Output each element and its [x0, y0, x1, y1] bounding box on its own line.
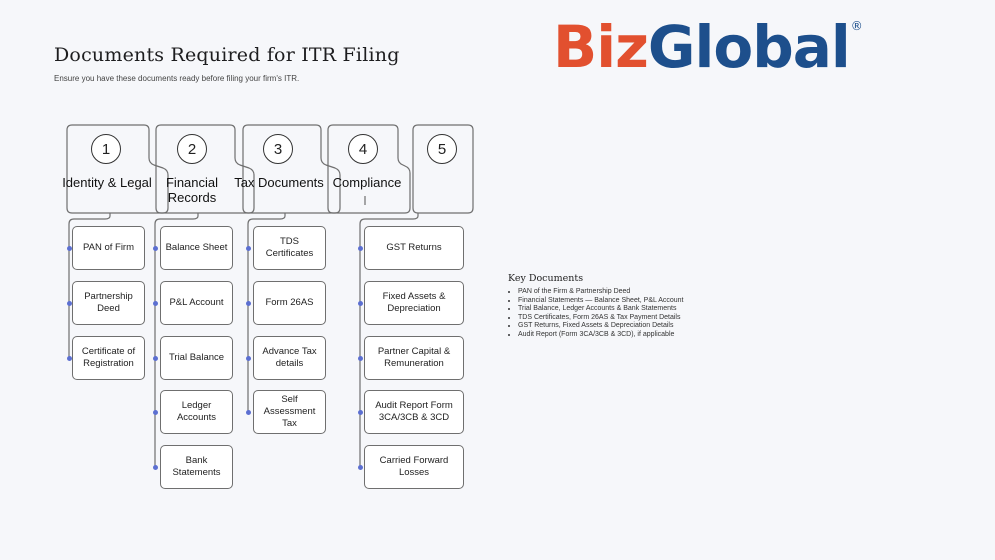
- header-tab-1-outline: [66, 124, 169, 214]
- connector-1: [68, 213, 111, 358]
- key-documents-panel: Key Documents PAN of the Firm & Partners…: [508, 273, 684, 339]
- header-tab-5-outline: [412, 124, 474, 214]
- doc-card-fixed-assets-depreciation: Fixed Assets & Depreciation: [364, 281, 464, 325]
- logo-part-biz: Biz: [553, 13, 649, 81]
- page-subtitle: Ensure you have these documents ready be…: [54, 74, 300, 83]
- doc-card-trial-balance: Trial Balance: [160, 336, 233, 380]
- doc-card-advance-tax-details: Advance Tax details: [253, 336, 326, 380]
- connector-dot: [66, 300, 72, 306]
- key-documents-heading: Key Documents: [508, 273, 584, 284]
- step-3-number-circle: 3: [263, 134, 293, 164]
- connector-dot: [245, 355, 251, 361]
- page-title: Documents Required for ITR Filing: [54, 44, 400, 66]
- doc-card-bank-statements: Bank Statements: [160, 445, 233, 489]
- doc-card-partner-capital-remuneration: Partner Capital & Remuneration: [364, 336, 464, 380]
- key-document-item: GST Returns, Fixed Assets & Depreciation…: [518, 322, 684, 331]
- doc-card-carried-forward-losses: Carried Forward Losses: [364, 445, 464, 489]
- connector-dot: [357, 300, 363, 306]
- connector-dot: [357, 245, 363, 251]
- header-tab-3-outline: [242, 124, 341, 214]
- step-5-number-circle: 5: [427, 134, 457, 164]
- key-document-item: TDS Certificates, Form 26AS & Tax Paymen…: [518, 314, 684, 323]
- step-4-label: Compliance: [332, 175, 402, 190]
- header-tab-2-outline: [155, 124, 255, 214]
- connector-dot: [152, 409, 158, 415]
- connector-dot: [152, 245, 158, 251]
- key-document-item: PAN of the Firm & Partnership Deed: [518, 288, 684, 297]
- logo-part-global: Global: [647, 13, 851, 81]
- step-2-number-circle: 2: [177, 134, 207, 164]
- doc-card-self-assessment-tax: Self Assessment Tax: [253, 390, 326, 434]
- doc-card-partnership-deed: Partnership Deed: [72, 281, 145, 325]
- connector-dot: [357, 464, 363, 470]
- key-documents-list: PAN of the Firm & Partnership Deed Finan…: [508, 288, 684, 339]
- connector-dot: [66, 355, 72, 361]
- connector-dot: [357, 355, 363, 361]
- connector-dot: [245, 245, 251, 251]
- connector-dot: [66, 245, 72, 251]
- key-document-item: Trial Balance, Ledger Accounts & Bank St…: [518, 305, 684, 314]
- connector-dot: [152, 355, 158, 361]
- doc-card-certificate-of-registration: Certificate of Registration: [72, 336, 145, 380]
- doc-card-pl-account: P&L Account: [160, 281, 233, 325]
- registered-mark: ®: [850, 19, 863, 33]
- connector-3: [247, 213, 286, 412]
- key-document-item: Audit Report (Form 3CA/3CB & 3CD), if ap…: [518, 331, 684, 340]
- step-4-number-circle: 4: [348, 134, 378, 164]
- key-document-item: Financial Statements — Balance Sheet, P&…: [518, 297, 684, 306]
- doc-card-audit-report: Audit Report Form 3CA/3CB & 3CD: [364, 390, 464, 434]
- step-2-label: Financial Records: [165, 175, 219, 205]
- doc-card-pan-of-firm: PAN of Firm: [72, 226, 145, 270]
- step-1-number-circle: 1: [91, 134, 121, 164]
- connector-2: [154, 213, 199, 466]
- doc-card-gst-returns: GST Returns: [364, 226, 464, 270]
- connector-4: [359, 196, 419, 466]
- connector-dot: [245, 300, 251, 306]
- connector-dot: [245, 409, 251, 415]
- connector-dot: [152, 464, 158, 470]
- doc-card-form-26as: Form 26AS: [253, 281, 326, 325]
- doc-card-ledger-accounts: Ledger Accounts: [160, 390, 233, 434]
- connector-dot: [357, 409, 363, 415]
- step-1-label: Identity & Legal: [62, 175, 152, 190]
- bizglobal-logo: BizGlobal ®: [553, 18, 863, 76]
- doc-card-balance-sheet: Balance Sheet: [160, 226, 233, 270]
- doc-card-tds-certificates: TDS Certificates: [253, 226, 326, 270]
- header-tab-4-outline: [327, 124, 411, 214]
- step-3-label: Tax Documents: [234, 175, 324, 190]
- connector-dot: [152, 300, 158, 306]
